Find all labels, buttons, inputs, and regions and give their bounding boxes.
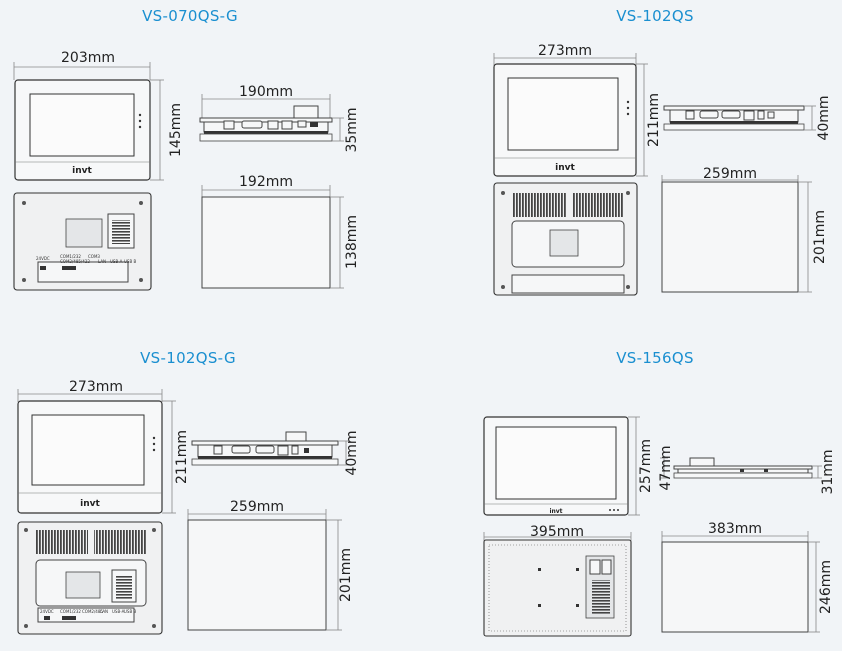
side-depth-label: 35mm [344,107,360,152]
brand-logo: invt [549,508,562,515]
back-label-com2: COM2/485/422 [60,259,90,264]
model-title: VS-102QS-G [140,349,236,367]
model-title: VS-156QS [616,349,694,367]
front-width-dimension: 273mm [493,43,637,66]
side-view: 47mm 31mm [658,445,836,494]
side-depth-label: 31mm [820,449,836,494]
front-view: invt [493,63,637,177]
back-label-lan: LAN [98,259,106,264]
back-label-power: 24VDC [40,609,54,614]
front-height-dimension: 211mm [162,400,190,514]
cutout-view: 259mm 201mm [661,166,828,293]
cutout-height-label: 201mm [338,548,354,602]
model-title: VS-070QS-G [142,7,238,25]
front-height-label: 211mm [174,430,190,484]
cutout-view: 259mm 201mm [187,499,354,631]
back-label-power: 24VDC [36,256,50,261]
side-length-label: 47mm [658,445,674,490]
front-height-dimension: 211mm [636,63,662,177]
back-label-usbb: USB B [124,609,136,614]
back-label-com1: COM1/232 [60,254,81,259]
back-label-com1: COM1/232 [60,609,81,614]
side-depth-label: 40mm [816,95,832,140]
front-width-label: 203mm [61,50,115,66]
back-width-label: 395mm [530,524,584,540]
cutout-width-label: 259mm [703,166,757,182]
back-label-usba: USB-A [112,609,125,614]
front-height-dimension: 145mm [150,79,184,181]
back-view: 24VDC COM1/232 COM2/485/422 COM3 LAN USB… [13,192,152,291]
cutout-width-label: 383mm [708,521,762,537]
front-width-dimension: 273mm [17,379,163,402]
side-view: 190mm 35mm [199,84,360,153]
front-view: invt [17,400,163,514]
back-view [493,182,638,296]
back-label-usba: USB-A [110,259,123,264]
panel-vs-156qs: VS-156QS invt 257mm 47mm [483,349,836,637]
front-width-label: 273mm [538,43,592,59]
panel-vs-102qs: VS-102QS 273mm invt 211mm [493,7,832,296]
side-view: 40mm [663,95,832,141]
back-label-lan: LAN [100,609,108,614]
cutout-height-label: 201mm [812,210,828,264]
cutout-view: 383mm 246mm [661,521,834,633]
front-height-label: 145mm [168,103,184,157]
cutout-width-label: 192mm [239,174,293,190]
cutout-width-label: 259mm [230,499,284,515]
front-width-dimension: 203mm [13,50,151,80]
back-view: 395mm [483,524,632,637]
front-height-dimension: 257mm [628,416,654,516]
cutout-height-label: 138mm [344,215,360,269]
side-depth-label: 40mm [344,430,360,475]
side-length-label: 190mm [239,84,293,100]
side-view: 40mm [191,430,360,476]
model-title: VS-102QS [616,7,694,25]
front-height-label: 211mm [646,93,662,147]
back-view: 24VDC COM1/232 COM2/485 LAN USB-A USB B [17,521,163,635]
front-width-label: 273mm [69,379,123,395]
panel-vs-070qs-g: VS-070QS-G 203mm invt 145mm [13,7,360,291]
panel-vs-102qs-g: VS-102QS-G 273mm invt 211mm [17,349,360,635]
cutout-view: 192mm 138mm [201,174,360,289]
front-view: invt [14,79,151,181]
cutout-height-label: 246mm [818,560,834,614]
back-label-usbb: USB B [124,259,136,264]
back-label-com3: COM3 [88,254,100,259]
back-label-com2: COM2/485 [82,609,103,614]
brand-logo: invt [72,166,92,176]
front-height-label: 257mm [638,439,654,493]
brand-logo: invt [80,499,100,509]
brand-logo: invt [555,163,575,173]
front-view: invt [483,416,629,516]
